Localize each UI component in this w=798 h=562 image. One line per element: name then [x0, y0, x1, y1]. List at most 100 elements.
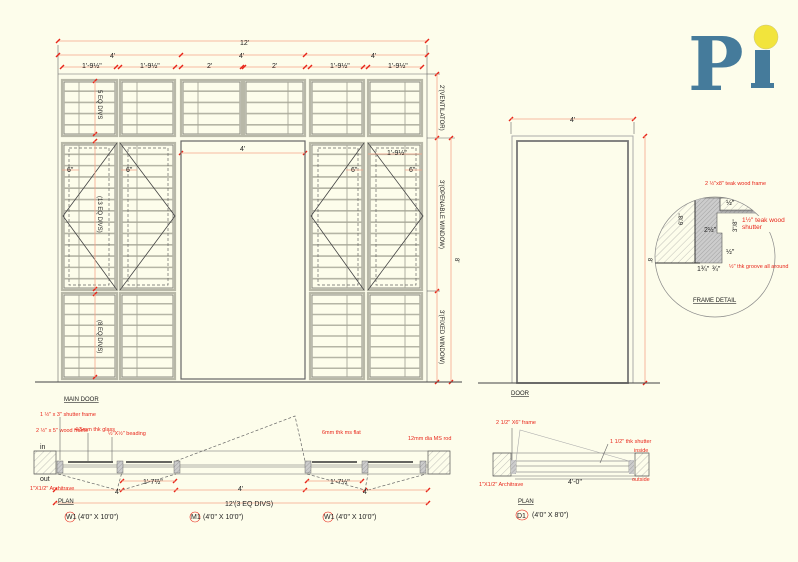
door-height-dim: 8' [646, 258, 652, 262]
door-shutter-plan [515, 460, 630, 473]
dimension-tick [59, 64, 65, 70]
plan-dim-mark: 4' [115, 489, 120, 496]
dim-panel-5: 1'-9½" [330, 62, 350, 70]
dim-panel-1: 1'-9½" [82, 62, 102, 70]
note: 1 1/2" thk shutter [610, 439, 652, 445]
dim-section-1: 4' [110, 53, 115, 60]
dim-offset: 6" [67, 167, 74, 174]
svg-text:M1: M1 [191, 514, 201, 521]
tag-d1: D1 (4'0" X 8'0") [515, 509, 568, 521]
dim-panel-3: 2' [207, 63, 212, 70]
note: 6mm thk ms flat [322, 430, 361, 436]
label-fixed: 3'(FIXED WINDOW) [438, 310, 444, 364]
panel-inner [121, 144, 174, 289]
panel-inner [369, 144, 421, 289]
dim-offset: 6" [126, 167, 133, 174]
dim-offset: 6" [409, 167, 416, 174]
note: 2 1/2" X6" frame [496, 420, 536, 426]
note: 1 ½" x 3" shutter frame [40, 411, 96, 418]
panel-inner [63, 81, 116, 135]
panel-inner [63, 144, 116, 289]
dimension-tick [424, 38, 430, 44]
center-door-opening [180, 140, 306, 380]
dim-section-2: 4' [239, 53, 244, 60]
panel-inner [311, 144, 363, 289]
frame-dim: 6'/8" [679, 213, 685, 225]
side-out: out [40, 476, 50, 483]
frame-detail: 2 ½"x8" teak wood frame 1½" teak wood sh… [654, 180, 796, 318]
note: 4/5mm thk glass [75, 427, 115, 433]
main-door-plan: 1'-7½" 1'-7½" 4' 4' 4' 12'(3 EQ DIVS) 1 … [30, 411, 451, 523]
frame-dim: ½" [726, 199, 735, 207]
dim-inner-panel: 1'-9½" [387, 149, 407, 157]
door-title: DOOR [511, 391, 530, 397]
plan-dim-mark: 4' [363, 489, 368, 496]
dimension-tick [307, 64, 313, 70]
label-fixed-divs: (8 EQ DIVS) [96, 320, 102, 353]
side-inside: inside [634, 448, 648, 454]
note-groove: ½" thk groove all around [729, 263, 788, 270]
panel-frame [366, 78, 424, 138]
panel-frame [366, 141, 424, 292]
panel-frame [308, 78, 366, 138]
panel-frame [60, 291, 119, 381]
dimension-tick [419, 64, 425, 70]
svg-text:D1: D1 [517, 513, 526, 520]
door-shutter [516, 140, 629, 384]
dimension-tick [360, 64, 366, 70]
dim-total-height: 8' [453, 258, 459, 262]
wall-left [33, 450, 57, 475]
dim-panel-6: 1'-9½" [388, 62, 408, 70]
label-ventilator: 2'(VENTILATOR) [438, 85, 444, 131]
note: 2 ½" x 5" wood frame [36, 427, 88, 434]
door-plan-dim: 4'-0" [568, 479, 582, 486]
dimension-tick [55, 38, 61, 44]
door-elevation: 4' 8' DOOR [478, 117, 660, 397]
swing-indicator [62, 142, 118, 291]
panel-frame [118, 291, 177, 381]
svg-text:(4'0" X 10'0"): (4'0" X 10'0") [78, 514, 118, 521]
tag-w1-2: W1 (4'0" X 10'0") [322, 511, 376, 523]
door-plan: 4'-0" 2 1/2" X6" frame 1 1/2" thk shutte… [479, 420, 652, 521]
note: 12mm dia MS rod [408, 436, 451, 442]
panel-inner [182, 81, 241, 135]
main-door-elevation: 12' 4' 4' 4' 1'-9½" 1'-9½" 2' 2' 1'-9½" … [35, 38, 648, 506]
svg-text:P: P [688, 22, 744, 108]
frame-dim: 2½" [704, 226, 717, 234]
dimension-tick [55, 52, 61, 58]
wall-right [427, 450, 451, 475]
panel-frame [242, 78, 307, 138]
dimension-tick [424, 52, 430, 58]
dimension-tick [239, 64, 245, 70]
panel-inner [245, 81, 304, 135]
side-outside: outside [632, 477, 650, 483]
svg-text:(4'0" X 10'0"): (4'0" X 10'0") [203, 514, 243, 521]
pi-logo: P [688, 22, 779, 108]
dimension-tick [302, 52, 308, 58]
dim-offset: 6" [351, 167, 358, 174]
note-shutter: 1½" teak wood shutter [742, 217, 785, 231]
frame-dim: 3"/8" [733, 219, 739, 232]
panel-frame [308, 291, 366, 381]
plan-dim-leaf1: 1'-7½" [143, 478, 163, 486]
main-door-title: MAIN DOOR [64, 397, 99, 403]
panel-frame [118, 78, 177, 138]
dimension-tick [178, 64, 184, 70]
label-open-divs: (13 EQ DIVS) [96, 196, 102, 233]
frame-detail-title: FRAME DETAIL [693, 298, 737, 304]
dimension-tick [172, 64, 178, 70]
dim-panel-4: 2' [272, 63, 277, 70]
dimension-tick [113, 64, 119, 70]
logo-i-stem [755, 50, 770, 88]
dimension-tick [365, 64, 371, 70]
swing-indicator [310, 142, 365, 291]
swing-indicator [367, 142, 424, 291]
dim-overall: 12' [240, 40, 249, 47]
plan-dim-overall: 12'(3 EQ DIVS) [225, 501, 273, 508]
note: 1"X1/2" Architrave [479, 482, 523, 488]
panel-frame [60, 141, 119, 292]
label-openable: 3'(OPENABLE WINDOW) [438, 180, 444, 249]
svg-text:(4'0" X 8'0"): (4'0" X 8'0") [532, 512, 568, 519]
tag-w1: W1 (4'0" X 10'0") [64, 511, 118, 523]
